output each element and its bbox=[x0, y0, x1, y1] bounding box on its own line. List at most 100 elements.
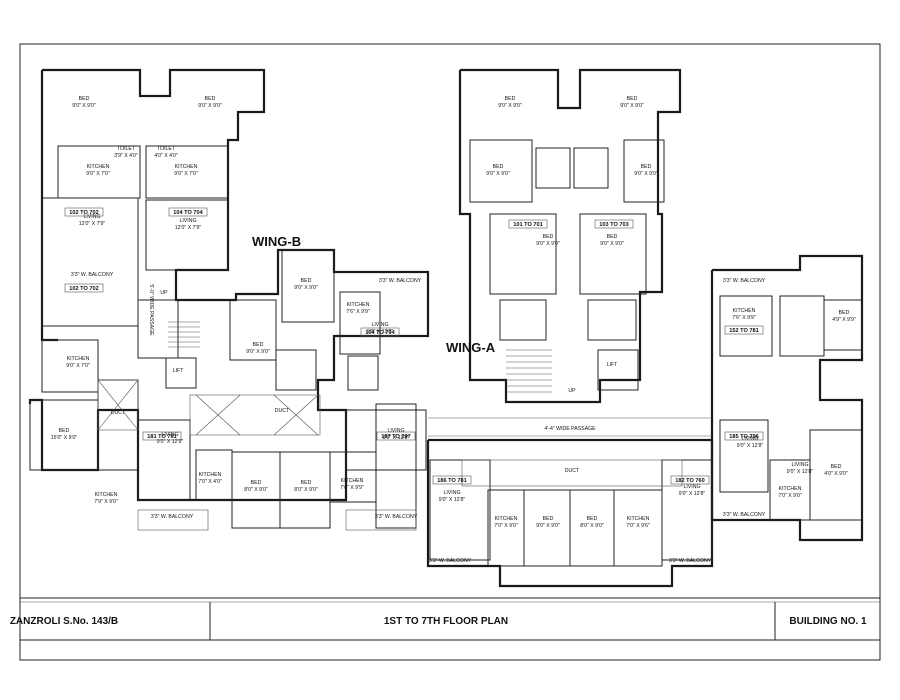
room-dimension-28: 7'0" X 9'0" bbox=[494, 523, 518, 529]
room-dimension-16: 9'0" X 9'0" bbox=[246, 349, 270, 355]
flat-tag-box-2 bbox=[508, 219, 548, 229]
room-name-28: KITCHEN bbox=[495, 516, 518, 522]
duct-label-c: DUCT bbox=[275, 408, 290, 414]
room-dimension-10: 9'0" X 9'0" bbox=[536, 241, 560, 247]
flat-tag-box-3 bbox=[594, 219, 634, 229]
room-name-13: LIVING bbox=[179, 218, 196, 224]
balcony-label-6: 3'3" W. BALCONY bbox=[723, 512, 766, 518]
room-dimension-12: 12'0" X 7'9" bbox=[79, 221, 106, 227]
flat-tag-box-7 bbox=[142, 431, 182, 441]
room-dimension-23: 8'0" X 9'0" bbox=[244, 487, 268, 493]
wing-a-outline bbox=[426, 68, 864, 588]
balcony-label-0: 3'3" W. BALCONY bbox=[379, 278, 422, 284]
building-number: BUILDING NO. 1 bbox=[789, 616, 867, 627]
flat-tag-4: 102 TO 702 bbox=[69, 286, 98, 292]
room-dimension-17: 9'0" X 12'8" bbox=[367, 329, 394, 335]
flat-tag-box-0 bbox=[64, 207, 104, 217]
flat-tag-box-1 bbox=[168, 207, 208, 217]
room-name-24: BED bbox=[301, 480, 312, 486]
duct-label-b: DUCT bbox=[111, 410, 126, 416]
flat-tag-box-8 bbox=[376, 431, 416, 441]
room-dimension-22: 7'0" X 4'0" bbox=[198, 479, 222, 485]
room-name-17: LIVING bbox=[371, 322, 388, 328]
room-name-0: BED bbox=[79, 96, 90, 102]
room-dimension-19: 7'9" X 9'0" bbox=[94, 499, 118, 505]
balcony-label-5: 3'3" W. BALCONY bbox=[723, 278, 766, 284]
room-dimension-36: 9'0" X 12'8" bbox=[787, 469, 814, 475]
room-name-25: KITCHEN bbox=[341, 478, 364, 484]
room-dimension-5: 9'0" X 7'0" bbox=[174, 171, 198, 177]
room-dimension-6: 3'9" X 4'0" bbox=[114, 153, 138, 159]
balcony-label-2: 3'3" W. BALCONY bbox=[375, 514, 418, 520]
room-dimension-37: 7'0" X 9'0" bbox=[778, 493, 802, 499]
wing-a-label: WING-A bbox=[446, 340, 496, 355]
balcony-label-7: 3'3" W. BALCONY bbox=[71, 272, 114, 278]
balcony-labels: 3'3" W. BALCONY 3'3" W. BALCONY 3'3" W. BA… bbox=[71, 272, 766, 564]
room-dimension-7: 4'0" X 4'0" bbox=[154, 153, 178, 159]
room-dimension-2: 9'0" X 9'0" bbox=[498, 103, 522, 109]
flat-tag-box-11 bbox=[724, 431, 764, 441]
room-dimension-25: 7'6" X 9'9" bbox=[340, 485, 364, 491]
room-dimension-13: 12'0" X 7'9" bbox=[175, 225, 202, 231]
room-name-31: KITCHEN bbox=[627, 516, 650, 522]
room-name-34: BED bbox=[839, 310, 850, 316]
room-name-37: KITCHEN bbox=[779, 486, 802, 492]
flat-tag-10: 182 TO 760 bbox=[675, 478, 704, 484]
flat-tag-5: 104 TO 704 bbox=[365, 330, 395, 336]
room-dimension-11: 9'0" X 9'0" bbox=[600, 241, 624, 247]
flat-tag-2: 101 TO 701 bbox=[513, 222, 542, 228]
flat-tag-box-6 bbox=[724, 325, 764, 335]
plan-title: 1ST TO 7TH FLOOR PLAN bbox=[384, 616, 508, 627]
flat-tag-6: 152 TO 781 bbox=[729, 328, 758, 334]
room-dimension-8: 9'0" X 9'0" bbox=[486, 171, 510, 177]
room-dimension-31: 7'0" X 9'6" bbox=[626, 523, 650, 529]
room-name-18: KITCHEN bbox=[67, 356, 90, 362]
flat-tag-0: 102 TO 702 bbox=[69, 210, 98, 216]
room-name-4: KITCHEN bbox=[87, 164, 110, 170]
room-dimension-14: 9'0" X 9'0" bbox=[294, 285, 318, 291]
room-name-29: BED bbox=[543, 516, 554, 522]
flat-tag-11: 185 TO 796 bbox=[729, 434, 758, 440]
room-dimension-29: 9'0" X 9'0" bbox=[536, 523, 560, 529]
room-name-33: KITCHEN bbox=[733, 308, 756, 314]
room-dimension-38: 4'0" X 9'0" bbox=[824, 471, 848, 477]
flat-tag-box-9 bbox=[432, 475, 472, 485]
flat-tag-7: 181 TO 781 bbox=[147, 434, 176, 440]
flat-tag-8: 187 TO 297 bbox=[381, 434, 410, 440]
room-dimension-33: 7'6" X 9'9" bbox=[732, 315, 756, 321]
room-name-8: BED bbox=[493, 164, 504, 170]
room-dimension-4: 9'0" X 7'0" bbox=[86, 171, 110, 177]
room-name-10: BED bbox=[543, 234, 554, 240]
room-name-9: BED bbox=[641, 164, 652, 170]
up-label-b: UP bbox=[160, 290, 168, 296]
flat-tag-3: 103 TO 703 bbox=[599, 222, 628, 228]
wing-b-label: WING-B bbox=[252, 234, 301, 249]
up-label-a: UP bbox=[568, 388, 576, 394]
lift-label-b: LIFT bbox=[173, 368, 184, 374]
flat-tag-box-4 bbox=[64, 283, 104, 293]
room-dimension-18: 9'0" X 7'0" bbox=[66, 363, 90, 369]
room-name-30: BED bbox=[587, 516, 598, 522]
side-passage-label: 5'-0" WIDE PASSAGE bbox=[148, 284, 154, 336]
room-dimension-1: 9'0" X 9'0" bbox=[198, 103, 222, 109]
room-dimension-0: 9'0" X 9'0" bbox=[72, 103, 96, 109]
room-dimension-15: 7'6" X 9'9" bbox=[346, 309, 370, 315]
flat-tags: 102 TO 702 104 TO 704 101 TO 701 103 TO 703… bbox=[64, 207, 764, 485]
flat-tag-1: 104 TO 704 bbox=[173, 210, 203, 216]
room-name-12: LIVING bbox=[83, 214, 100, 220]
room-name-1: BED bbox=[205, 96, 216, 102]
room-name-15: KITCHEN bbox=[347, 302, 370, 308]
room-name-7: TOILET bbox=[157, 146, 176, 152]
balcony-label-3: 3'3" W. BALCONY bbox=[429, 558, 472, 564]
wing-b-outline bbox=[28, 68, 430, 531]
room-name-22: KITCHEN bbox=[199, 472, 222, 478]
room-name-20: BED bbox=[59, 428, 70, 434]
room-dimension-3: 9'0" X 9'0" bbox=[620, 103, 644, 109]
room-dimension-9: 9'0" X 9'0" bbox=[634, 171, 658, 177]
room-name-23: BED bbox=[251, 480, 262, 486]
room-name-36: LIVING bbox=[791, 462, 808, 468]
room-name-35: LIVING bbox=[741, 436, 758, 442]
balcony-label-1: 3'3" W. BALCONY bbox=[151, 514, 194, 520]
room-name-26: LIVING bbox=[387, 428, 404, 434]
